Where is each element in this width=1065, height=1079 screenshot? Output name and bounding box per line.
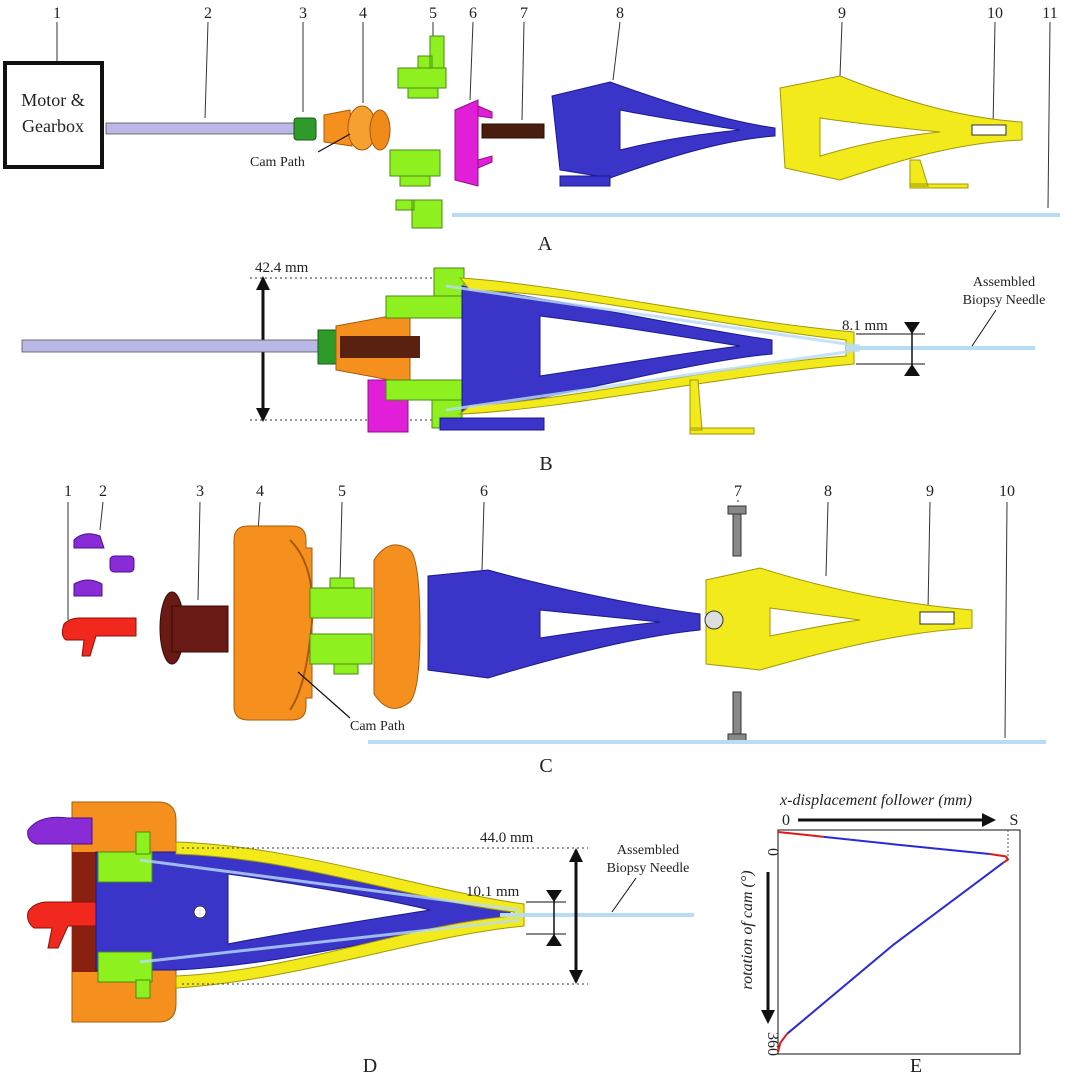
panel-c-letter: C bbox=[539, 755, 552, 777]
e-x-label: x-displacement follower (mm) bbox=[779, 792, 972, 809]
e-x-start: 0 bbox=[782, 812, 790, 829]
motor-label-line1: Motor & bbox=[21, 90, 85, 110]
panel-c: 1 2 3 4 5 6 7 8 9 10 Cam bbox=[61, 483, 1046, 777]
d-tip-dim: 10.1 mm bbox=[466, 884, 520, 900]
panel-e-chart: x-displacement follower (mm) 0 S 0 360 r… bbox=[739, 792, 1021, 1077]
e-curve-segment-4 bbox=[786, 861, 1004, 1035]
d-height-dim: 44.0 mm bbox=[480, 830, 534, 846]
e-curve-segment-2 bbox=[823, 835, 990, 855]
e-y-label: rotation of cam (°) bbox=[739, 870, 756, 989]
panel-b-letter: B bbox=[539, 453, 552, 475]
b-height-dim: 42.4 mm bbox=[255, 260, 309, 276]
panel-d-letter: D bbox=[363, 1055, 377, 1077]
c-yellow-sleeve bbox=[704, 567, 973, 671]
d-needle-label-1: Assembled bbox=[617, 843, 679, 858]
drive-shaft bbox=[105, 122, 295, 135]
e-curve-segment-5 bbox=[777, 1033, 788, 1053]
c-purple-parts bbox=[73, 533, 135, 597]
e-x-end: S bbox=[1010, 812, 1019, 829]
c-num-7: 7 bbox=[734, 483, 742, 500]
e-curve-segment-1 bbox=[777, 831, 825, 838]
a-num-5: 5 bbox=[429, 5, 437, 22]
a-yellow-sleeve bbox=[779, 75, 1023, 189]
c-cam-path-label: Cam Path bbox=[350, 719, 405, 734]
e-curve-segment-3 bbox=[989, 853, 1009, 864]
c-num-2: 2 bbox=[99, 483, 107, 500]
c-num-1: 1 bbox=[64, 483, 72, 500]
d-needle-label-2: Biopsy Needle bbox=[607, 861, 690, 876]
c-num-9: 9 bbox=[926, 483, 934, 500]
c-cam-body bbox=[233, 525, 421, 721]
e-y-end: 360 bbox=[764, 1032, 781, 1056]
motor-label-line2: Gearbox bbox=[22, 116, 84, 136]
c-num-6: 6 bbox=[480, 483, 488, 500]
a-num-6: 6 bbox=[469, 5, 477, 22]
b-needle-label-1: Assembled bbox=[973, 275, 1035, 290]
a-num-8: 8 bbox=[616, 5, 624, 22]
panel-b: 42.4 mm 8.1 mm A bbox=[21, 260, 1046, 475]
c-num-8: 8 bbox=[824, 483, 832, 500]
b-tip-dim: 8.1 mm bbox=[842, 318, 888, 334]
d-yellow-sleeve bbox=[175, 841, 525, 989]
a-cam-path-label: Cam Path bbox=[250, 155, 305, 170]
a-num-7: 7 bbox=[520, 5, 528, 22]
e-plot-area bbox=[777, 829, 1021, 1055]
a-num-10: 10 bbox=[987, 5, 1003, 22]
c-screws bbox=[727, 505, 747, 743]
shaft-coupler bbox=[293, 117, 317, 141]
motor-gearbox-box bbox=[3, 61, 104, 169]
a-magenta-part bbox=[454, 99, 493, 187]
panel-d: 44.0 mm 10.1 mm Assembled Biopsy Needle … bbox=[27, 801, 694, 1077]
c-follower-parts bbox=[309, 577, 373, 675]
c-num-4: 4 bbox=[256, 483, 264, 500]
follower-parts bbox=[389, 35, 447, 229]
b-needle-label-2: Biopsy Needle bbox=[963, 293, 1046, 308]
a-num-2: 2 bbox=[204, 5, 212, 22]
a-num-1: 1 bbox=[53, 5, 61, 22]
c-red-part bbox=[61, 617, 137, 657]
c-rod bbox=[159, 591, 229, 665]
a-num-4: 4 bbox=[359, 5, 367, 22]
e-y-start: 0 bbox=[764, 848, 781, 856]
panel-e-letter: E bbox=[910, 1055, 922, 1077]
c-num-3: 3 bbox=[196, 483, 204, 500]
c-blue-housing bbox=[427, 569, 701, 679]
c-num-10: 10 bbox=[999, 483, 1015, 500]
a-rod bbox=[481, 123, 545, 139]
a-num-3: 3 bbox=[299, 5, 307, 22]
e-curve-group bbox=[777, 831, 1009, 1053]
a-num-11: 11 bbox=[1042, 5, 1057, 22]
a-num-9: 9 bbox=[838, 5, 846, 22]
panel-a-letter: A bbox=[538, 233, 553, 255]
d-purple-part bbox=[27, 816, 93, 845]
a-blue-housing bbox=[551, 81, 776, 187]
c-num-5: 5 bbox=[338, 483, 346, 500]
panel-a: 1 2 3 4 5 6 7 8 9 10 11 Motor & Gearbox … bbox=[3, 5, 1060, 255]
